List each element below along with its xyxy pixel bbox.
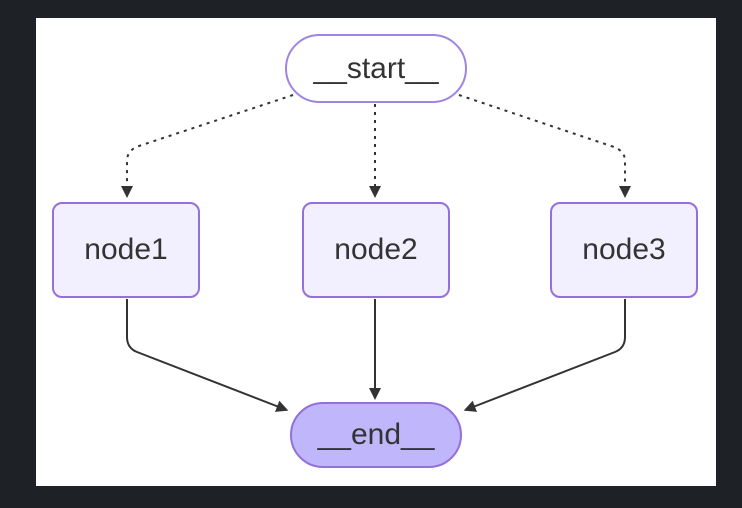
node-node3-label: node3 — [582, 233, 666, 266]
node-node1: node1 — [52, 202, 200, 298]
node-end: __end__ — [290, 402, 462, 468]
diagram-canvas: __start__ node1 node2 node3 __end__ — [36, 18, 716, 486]
edge-node1-to-end — [126, 299, 289, 412]
edge-node3-to-end — [463, 299, 626, 412]
node-node2-label: node2 — [334, 233, 418, 266]
node-node3: node3 — [550, 202, 698, 298]
node-end-label: __end__ — [317, 418, 435, 451]
edge-start-to-node3 — [458, 94, 631, 198]
node-node1-label: node1 — [84, 233, 168, 266]
node-node2: node2 — [302, 202, 450, 298]
edge-layer — [121, 94, 631, 412]
edge-start-to-node1 — [121, 94, 294, 198]
node-start: __start__ — [285, 34, 467, 103]
node-start-label: __start__ — [313, 51, 439, 85]
